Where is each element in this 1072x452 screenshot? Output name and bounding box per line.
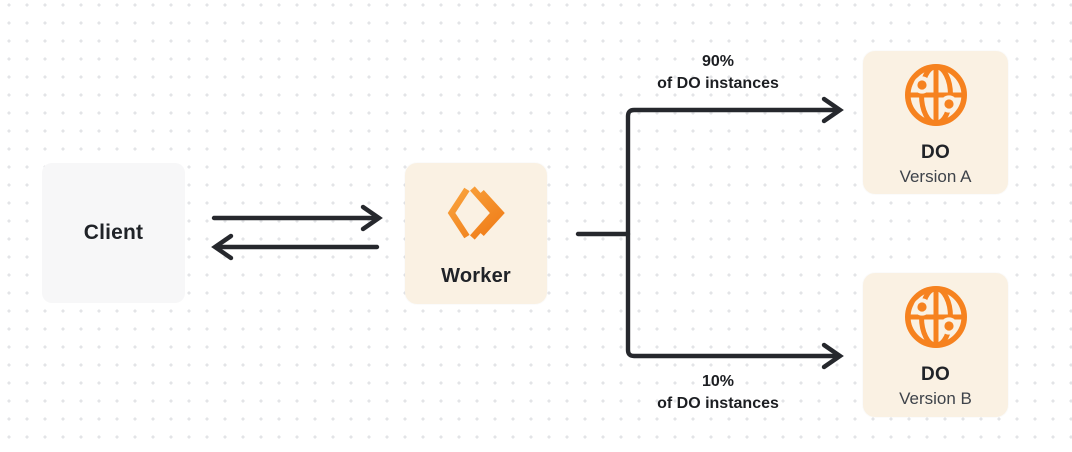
client-label: Client	[83, 221, 144, 244]
do-a-title: DO	[920, 142, 951, 163]
split-label-10: 10% of DO instances	[608, 371, 828, 415]
split-label-10-percent: 10%	[701, 373, 735, 390]
do-a-subtitle: Version A	[899, 167, 972, 186]
split-label-10-caption: of DO instances	[657, 395, 779, 412]
client-to-worker-arrow	[211, 204, 383, 232]
split-label-90-percent: 90%	[701, 53, 735, 70]
globe-icon	[904, 63, 967, 127]
split-bracket	[625, 107, 841, 359]
worker-to-client-arrow	[211, 233, 380, 261]
do-version-a-node: DO Version A	[863, 51, 1008, 194]
client-node: Client	[42, 163, 185, 303]
globe-icon	[904, 285, 967, 349]
workers-icon	[447, 186, 505, 240]
do-b-title: DO	[920, 364, 951, 385]
do-b-subtitle: Version B	[899, 389, 972, 408]
worker-node: Worker	[405, 163, 547, 304]
split-label-90: 90% of DO instances	[608, 51, 828, 95]
do-version-b-node: DO Version B	[863, 273, 1008, 417]
split-label-90-caption: of DO instances	[657, 75, 779, 92]
arrow-to-version-a	[821, 96, 844, 124]
arrow-to-version-b	[821, 342, 844, 370]
worker-label: Worker	[441, 265, 511, 287]
